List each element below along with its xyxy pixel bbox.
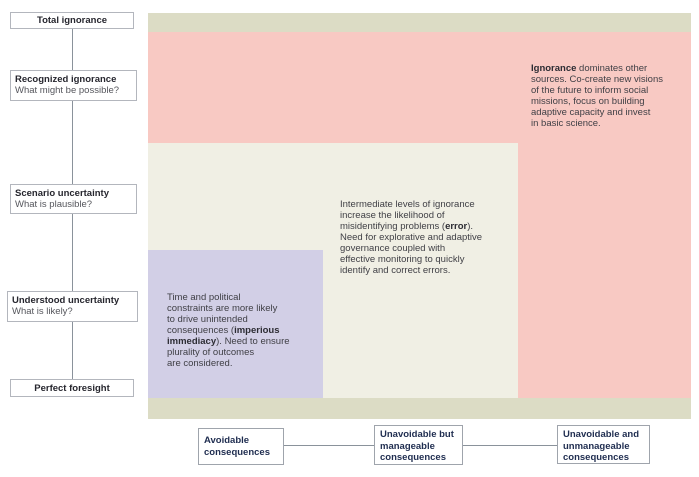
axis-box-perfect-foresight: Perfect foresight <box>10 379 134 397</box>
axis-box-subtitle: What is plausible? <box>15 199 93 210</box>
region-intermediate-text-bold: error <box>445 221 468 232</box>
axis-box-title: Perfect foresight <box>34 382 110 394</box>
axis-box-recognized-ignorance: Recognized ignorance What might be possi… <box>10 70 137 101</box>
region-imperious-purple <box>148 250 323 398</box>
axis-box-total-ignorance: Total ignorance <box>10 12 134 29</box>
region-imperious-text: Time and political constraints are more … <box>167 281 325 369</box>
region-imperious-text-post: ). Need to ensure plurality of outcomes … <box>167 336 290 369</box>
consequence-connector-line-2 <box>462 445 558 446</box>
consequence-box-avoidable: Avoidable consequences <box>198 428 284 465</box>
axis-box-title: Scenario uncertainty <box>15 188 109 199</box>
region-imperious-text-bold: imperious immediacy <box>167 325 280 347</box>
axis-box-scenario-uncertainty: Scenario uncertainty What is plausible? <box>10 184 137 214</box>
axis-box-subtitle: What might be possible? <box>15 85 120 96</box>
region-ignorance-text-bold: Ignorance <box>531 63 577 74</box>
region-imperious-text-pre: Time and political constraints are more … <box>167 292 278 336</box>
region-ignorance-text-body: dominates other sources. Co-create new v… <box>531 63 663 129</box>
axis-box-subtitle: What is likely? <box>12 306 73 317</box>
region-intermediate-text: Intermediate levels of ignorance increas… <box>340 188 520 276</box>
axis-box-title: Total ignorance <box>36 15 108 26</box>
axis-box-title: Understood uncertainty <box>12 295 120 306</box>
consequence-box-unavoidable-manageable: Unavoidable but manageable consequences <box>374 425 463 465</box>
region-intermediate-text-post: ). Need for explorative and adaptive gov… <box>340 221 483 276</box>
region-intermediate-text-pre: Intermediate levels of ignorance increas… <box>340 199 475 232</box>
axis-box-understood-uncertainty: Understood uncertainty What is likely? <box>7 291 138 322</box>
consequence-connector-line-1 <box>283 445 375 446</box>
region-ignorance-text: Ignorance dominates other sources. Co-cr… <box>531 52 697 129</box>
axis-box-title: Recognized ignorance <box>15 74 117 85</box>
consequence-box-unavoidable-unmanageable: Unavoidable and unmanageable consequence… <box>557 425 650 464</box>
